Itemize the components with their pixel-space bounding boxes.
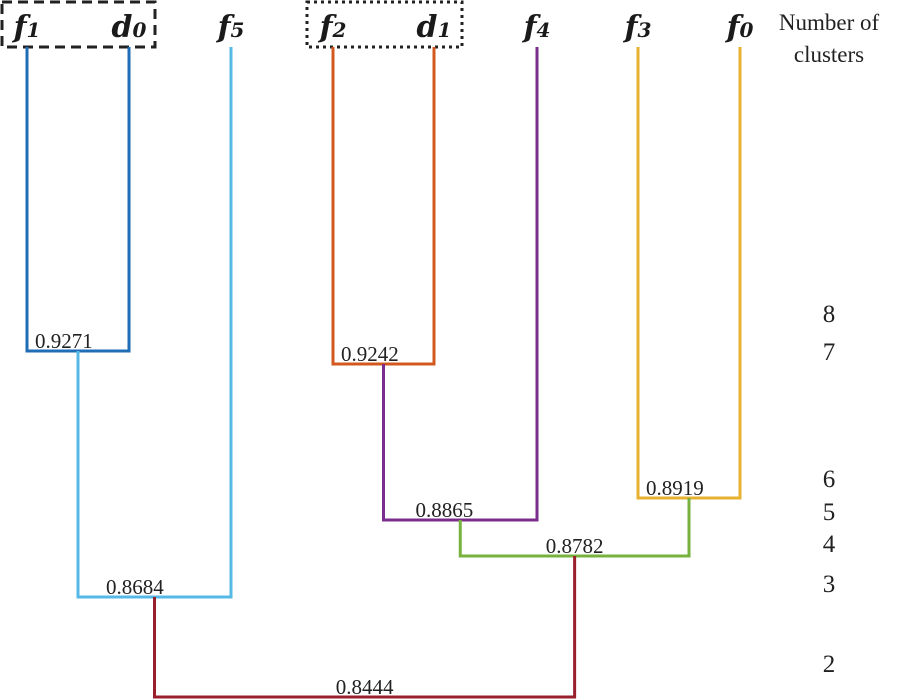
clusters-header-line2: clusters	[794, 42, 864, 67]
cluster-count-6: 6	[823, 466, 836, 493]
merge-link-m1-f5	[76, 47, 233, 599]
cluster-count-labels: 8 7 6 5 4 3 2	[823, 301, 836, 678]
merge-link-f3-f0	[636, 47, 742, 500]
merge-value-labels: 0.9271 0.9242 0.8919 0.8865 0.8782 0.8684 0.84…	[35, 329, 704, 699]
merge-link-f1-d0	[25, 47, 131, 353]
leaf-label-d0: d0	[112, 10, 147, 45]
dotted-box-f2-d1	[305, 0, 464, 49]
merge-link-f2-d1	[331, 47, 436, 366]
leaf-label-d1: d1	[417, 10, 452, 45]
cluster-count-5: 5	[823, 499, 836, 526]
merge-value-m5: 0.8782	[546, 534, 604, 558]
cluster-count-4: 4	[823, 531, 836, 558]
merge-value-m4: 0.8865	[416, 498, 474, 522]
cluster-count-3: 3	[823, 571, 836, 598]
merge-value-m2: 0.9242	[341, 342, 399, 366]
merge-link-m6-m5	[153, 556, 577, 699]
cluster-count-8: 8	[823, 301, 836, 328]
cluster-count-2: 2	[823, 651, 836, 678]
leaf-label-f5: f5	[216, 10, 245, 45]
leaf-label-f4: f4	[522, 10, 551, 45]
clusters-header-line1: Number of	[779, 10, 880, 35]
cluster-count-7: 7	[823, 339, 836, 366]
merge-value-m3: 0.8919	[646, 476, 704, 500]
merge-value-m1: 0.9271	[35, 329, 93, 353]
leaf-labels: f1 d0 f5 f2 d1 f4 f3 f0	[12, 10, 754, 45]
leaf-label-f0: f0	[725, 10, 754, 45]
merge-value-m6: 0.8684	[106, 575, 164, 599]
leaf-label-f3: f3	[623, 10, 652, 45]
merge-link-m2-f4	[382, 47, 539, 522]
dashed-box-f1-d0	[0, 0, 157, 49]
leaf-label-f1: f1	[12, 10, 41, 45]
leaf-label-f2: f2	[318, 10, 347, 45]
dendrogram-links	[25, 47, 742, 699]
merge-value-m7: 0.8444	[336, 675, 394, 699]
